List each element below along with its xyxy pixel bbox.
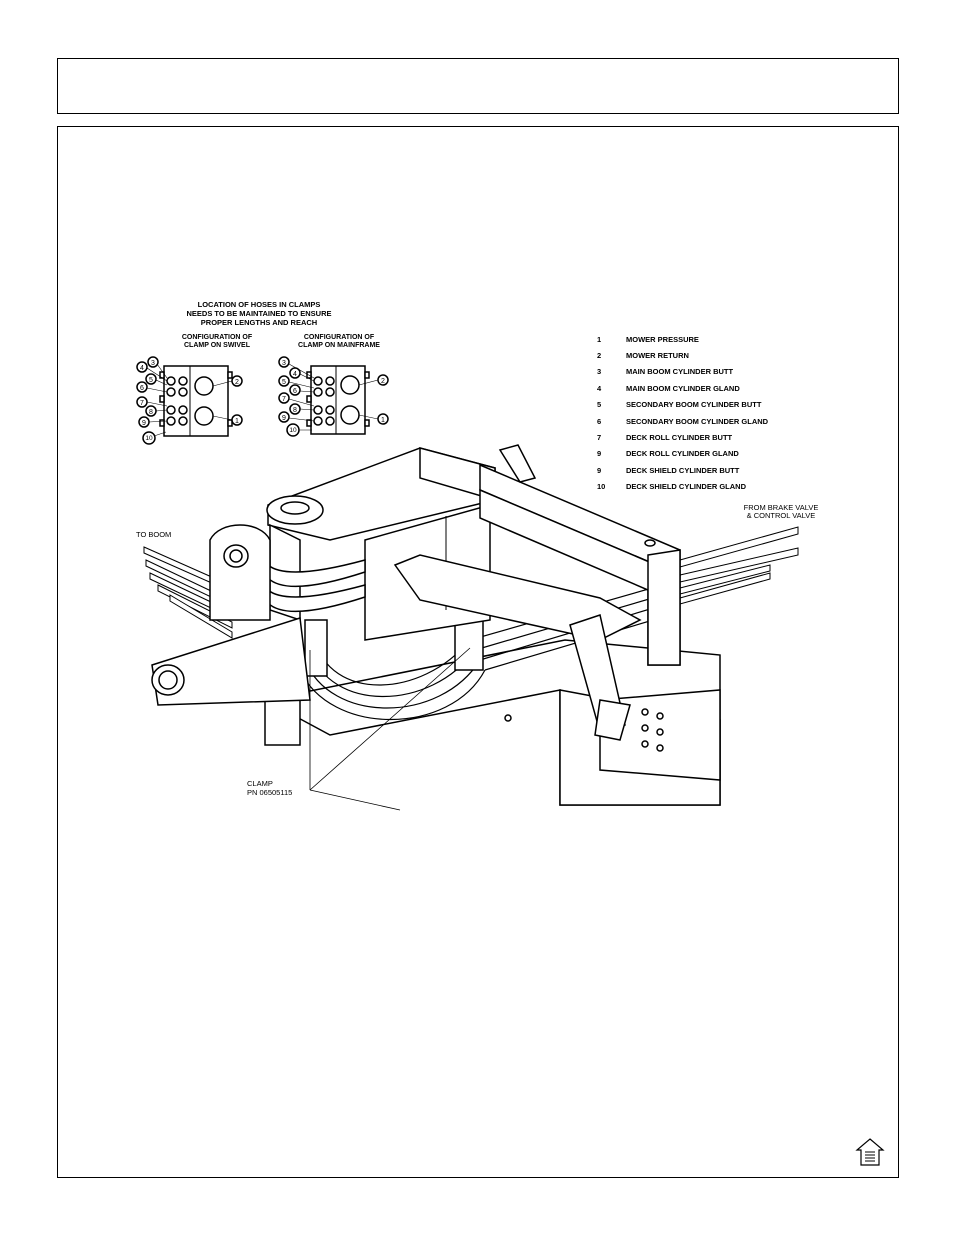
swivel-callout-9: 9 bbox=[142, 420, 146, 427]
mainframe-callout-7: 7 bbox=[282, 396, 286, 403]
legend-num-2: 2 bbox=[597, 351, 601, 360]
legend-num-6: 6 bbox=[597, 417, 601, 426]
legend-num-9: 9 bbox=[597, 466, 601, 475]
clamp-callout-line-2: PN 06505115 bbox=[247, 788, 292, 797]
legend-num-8: 9 bbox=[597, 449, 601, 458]
legend-label-6: SECONDARY BOOM CYLINDER GLAND bbox=[626, 417, 769, 426]
legend-label-3: MAIN BOOM CYLINDER BUTT bbox=[626, 367, 733, 376]
swivel-callout-5: 5 bbox=[149, 377, 153, 384]
clamp-mainframe bbox=[306, 365, 370, 435]
legend-num-4: 4 bbox=[597, 384, 602, 393]
clamp-note-line-1: LOCATION OF HOSES IN CLAMPS bbox=[198, 300, 321, 309]
mainframe-callout-2: 2 bbox=[381, 378, 385, 385]
mainframe-callout-8: 8 bbox=[293, 407, 297, 414]
legend-label-5: SECONDARY BOOM CYLINDER BUTT bbox=[626, 400, 762, 409]
clamp-callout-line-1: CLAMP bbox=[247, 779, 273, 788]
legend-label-1: MOWER PRESSURE bbox=[626, 335, 699, 344]
clamp-swivel bbox=[159, 365, 233, 437]
mainframe-callout-5: 5 bbox=[282, 379, 286, 386]
legend-label-7: DECK ROLL CYLINDER BUTT bbox=[626, 433, 733, 442]
legend-num-1: 1 bbox=[597, 335, 601, 344]
swivel-callout-1: 1 bbox=[235, 418, 239, 425]
legend-label-8: DECK ROLL CYLINDER GLAND bbox=[626, 449, 739, 458]
to-boom-label: TO BOOM bbox=[136, 530, 171, 539]
legend-label-9: DECK SHIELD CYLINDER BUTT bbox=[626, 466, 740, 475]
hose-legend: 1 MOWER PRESSURE 2 MOWER RETURN 3 MAIN B… bbox=[597, 335, 769, 491]
swivel-callout-2: 2 bbox=[235, 379, 239, 386]
content-box bbox=[57, 126, 899, 1178]
swivel-callout-8: 8 bbox=[149, 409, 153, 416]
legend-num-10: 10 bbox=[597, 482, 605, 491]
legend-label-2: MOWER RETURN bbox=[626, 351, 689, 360]
clamp-note-line-3: PROPER LENGTHS AND REACH bbox=[201, 318, 317, 327]
legend-label-10: DECK SHIELD CYLINDER GLAND bbox=[626, 482, 747, 491]
boom-assembly-illustration bbox=[143, 444, 799, 811]
swivel-callout-7: 7 bbox=[140, 400, 144, 407]
legend-num-3: 3 bbox=[597, 367, 601, 376]
swivel-callout-6: 6 bbox=[140, 385, 144, 392]
config-swivel-line-2: CLAMP ON SWIVEL bbox=[184, 342, 251, 349]
mainframe-callout-10: 10 bbox=[289, 427, 297, 434]
home-icon[interactable] bbox=[855, 1137, 885, 1167]
config-mainframe-line-1: CONFIGURATION OF bbox=[304, 334, 375, 341]
config-swivel-line-1: CONFIGURATION OF bbox=[182, 334, 253, 341]
mainframe-callouts: 3 4 5 6 7 8 9 10 2 1 bbox=[278, 356, 389, 437]
config-mainframe-line-2: CLAMP ON MAINFRAME bbox=[298, 342, 380, 349]
mainframe-callout-3: 3 bbox=[282, 360, 286, 367]
mainframe-callout-4: 4 bbox=[293, 371, 297, 378]
swivel-callout-4: 4 bbox=[140, 365, 144, 372]
from-valve-line-1: FROM BRAKE VALVE bbox=[744, 503, 819, 512]
swivel-callout-3: 3 bbox=[151, 360, 155, 367]
header-box bbox=[57, 58, 899, 114]
legend-label-4: MAIN BOOM CYLINDER GLAND bbox=[626, 384, 740, 393]
mainframe-callout-6: 6 bbox=[293, 388, 297, 395]
legend-num-7: 7 bbox=[597, 433, 601, 442]
mainframe-callout-9: 9 bbox=[282, 415, 286, 422]
from-valve-line-2: & CONTROL VALVE bbox=[747, 511, 816, 520]
swivel-callout-10: 10 bbox=[145, 435, 153, 442]
mainframe-callout-1: 1 bbox=[381, 417, 385, 424]
legend-num-5: 5 bbox=[597, 400, 601, 409]
home-icon-graphic bbox=[855, 1138, 885, 1166]
clamp-note-line-2: NEEDS TO BE MAINTAINED TO ENSURE bbox=[186, 309, 331, 318]
swivel-callouts: 3 4 5 6 7 8 9 10 2 1 bbox=[136, 356, 243, 445]
